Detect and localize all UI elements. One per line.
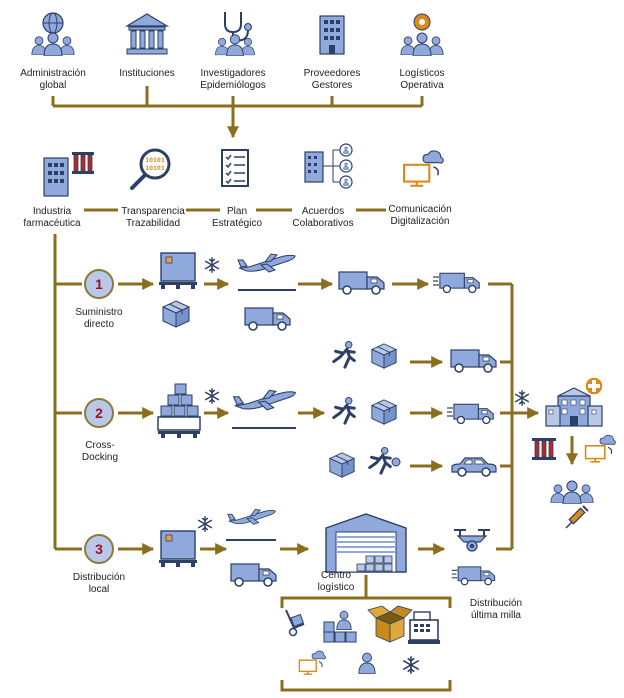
stakeholder-label-logisticos: Logísticos Operativa bbox=[399, 68, 445, 91]
logistics-center-icon bbox=[325, 513, 407, 573]
car-icon bbox=[451, 457, 497, 477]
truck-icon bbox=[338, 271, 385, 295]
route-connectors bbox=[53, 234, 82, 551]
institution-building-icon bbox=[124, 13, 170, 55]
box-icon bbox=[329, 452, 355, 478]
people-icon bbox=[551, 481, 593, 504]
fast-truck-icon bbox=[433, 273, 479, 292]
truck-icon bbox=[230, 563, 277, 587]
cloud-monitor-icon bbox=[403, 150, 444, 187]
fast-truck-icon bbox=[447, 404, 493, 423]
truck-icon bbox=[450, 349, 497, 373]
runner-icon bbox=[332, 340, 356, 369]
route-label-distribucion-local: Distribución local bbox=[72, 572, 126, 595]
stakeholder-label-investigadores: Investigadores Epidemiólogos bbox=[200, 68, 266, 91]
pillar-label-acuerdos: Acuerdos Colaborativos bbox=[292, 206, 354, 229]
stakeholder-label-proveedores: Proveedores Gestores bbox=[303, 68, 361, 91]
open-box-icon bbox=[367, 605, 413, 643]
snowflake-icon bbox=[514, 390, 530, 406]
drone-icon bbox=[453, 529, 491, 552]
snowflake-icon bbox=[204, 257, 220, 273]
route-number-3: 3 bbox=[84, 534, 114, 564]
runner-icon bbox=[368, 446, 392, 475]
stakeholder-connector bbox=[51, 86, 424, 139]
pallet-icon bbox=[158, 530, 198, 568]
stakeholder-label-instituciones: Instituciones bbox=[119, 68, 175, 79]
checklist-icon bbox=[221, 149, 249, 187]
route-number-2: 2 bbox=[84, 398, 114, 428]
route-1-flow bbox=[118, 252, 479, 331]
runner-icon bbox=[332, 396, 356, 425]
snowflake-icon bbox=[197, 516, 213, 532]
stakeholder-label-administracion: Administración global bbox=[20, 68, 86, 91]
destination-connector bbox=[488, 282, 578, 551]
office-building-icon bbox=[319, 15, 345, 55]
snowflake-icon bbox=[204, 388, 220, 404]
plane-icon bbox=[237, 253, 296, 273]
snowflake-icon bbox=[402, 656, 420, 674]
pillar-label-transparencia: Transparencia Trazabilidad bbox=[121, 206, 185, 229]
binary-magnifier-icon: 10101 10101 bbox=[130, 148, 171, 190]
syringe-icon bbox=[565, 505, 589, 529]
truck-icon bbox=[244, 307, 291, 331]
pillar-label-industria: Industria farmacéutica bbox=[23, 206, 81, 229]
route-3-flow bbox=[118, 508, 495, 598]
box-icon bbox=[371, 343, 397, 369]
stethoscope-people-icon bbox=[216, 12, 255, 56]
cash-register-icon bbox=[408, 611, 440, 644]
pillar-label-plan: Plan Estratégico bbox=[211, 206, 263, 229]
box-icon bbox=[371, 399, 397, 425]
route-label-crossdocking: Cross- Docking bbox=[81, 440, 119, 463]
box-icon bbox=[162, 300, 190, 328]
network-building-icon bbox=[304, 143, 353, 189]
pallet-icon bbox=[158, 252, 198, 290]
pharma-factory-icon bbox=[43, 152, 94, 197]
globe-people-icon bbox=[32, 12, 74, 56]
cloud-monitor-icon bbox=[298, 650, 326, 675]
warehouse-worker-icon bbox=[323, 610, 357, 643]
plane-icon bbox=[233, 389, 296, 411]
stacked-boxes-icon bbox=[157, 383, 201, 438]
plane-icon bbox=[227, 508, 276, 525]
route-label-suministro: Suministro directo bbox=[75, 307, 123, 330]
blood-tubes-icon bbox=[532, 438, 556, 460]
hand-truck-icon bbox=[285, 609, 305, 637]
svg-text:10101: 10101 bbox=[145, 165, 165, 172]
gear-people-icon bbox=[401, 13, 443, 56]
fast-truck-icon bbox=[452, 567, 495, 585]
hospital-icon bbox=[545, 376, 604, 427]
logistics-center-label: Centro logístico bbox=[317, 570, 355, 593]
cloud-monitor-icon bbox=[584, 434, 616, 463]
pillar-label-comunicacion: Comunicación Digitalización bbox=[388, 204, 452, 227]
route-number-1: 1 bbox=[84, 269, 114, 299]
route-2-flow bbox=[118, 340, 497, 478]
person-icon bbox=[358, 652, 376, 674]
last-mile-label: Distribución última milla bbox=[469, 598, 523, 621]
svg-text:10101: 10101 bbox=[145, 157, 165, 164]
services-bracket bbox=[280, 596, 452, 692]
